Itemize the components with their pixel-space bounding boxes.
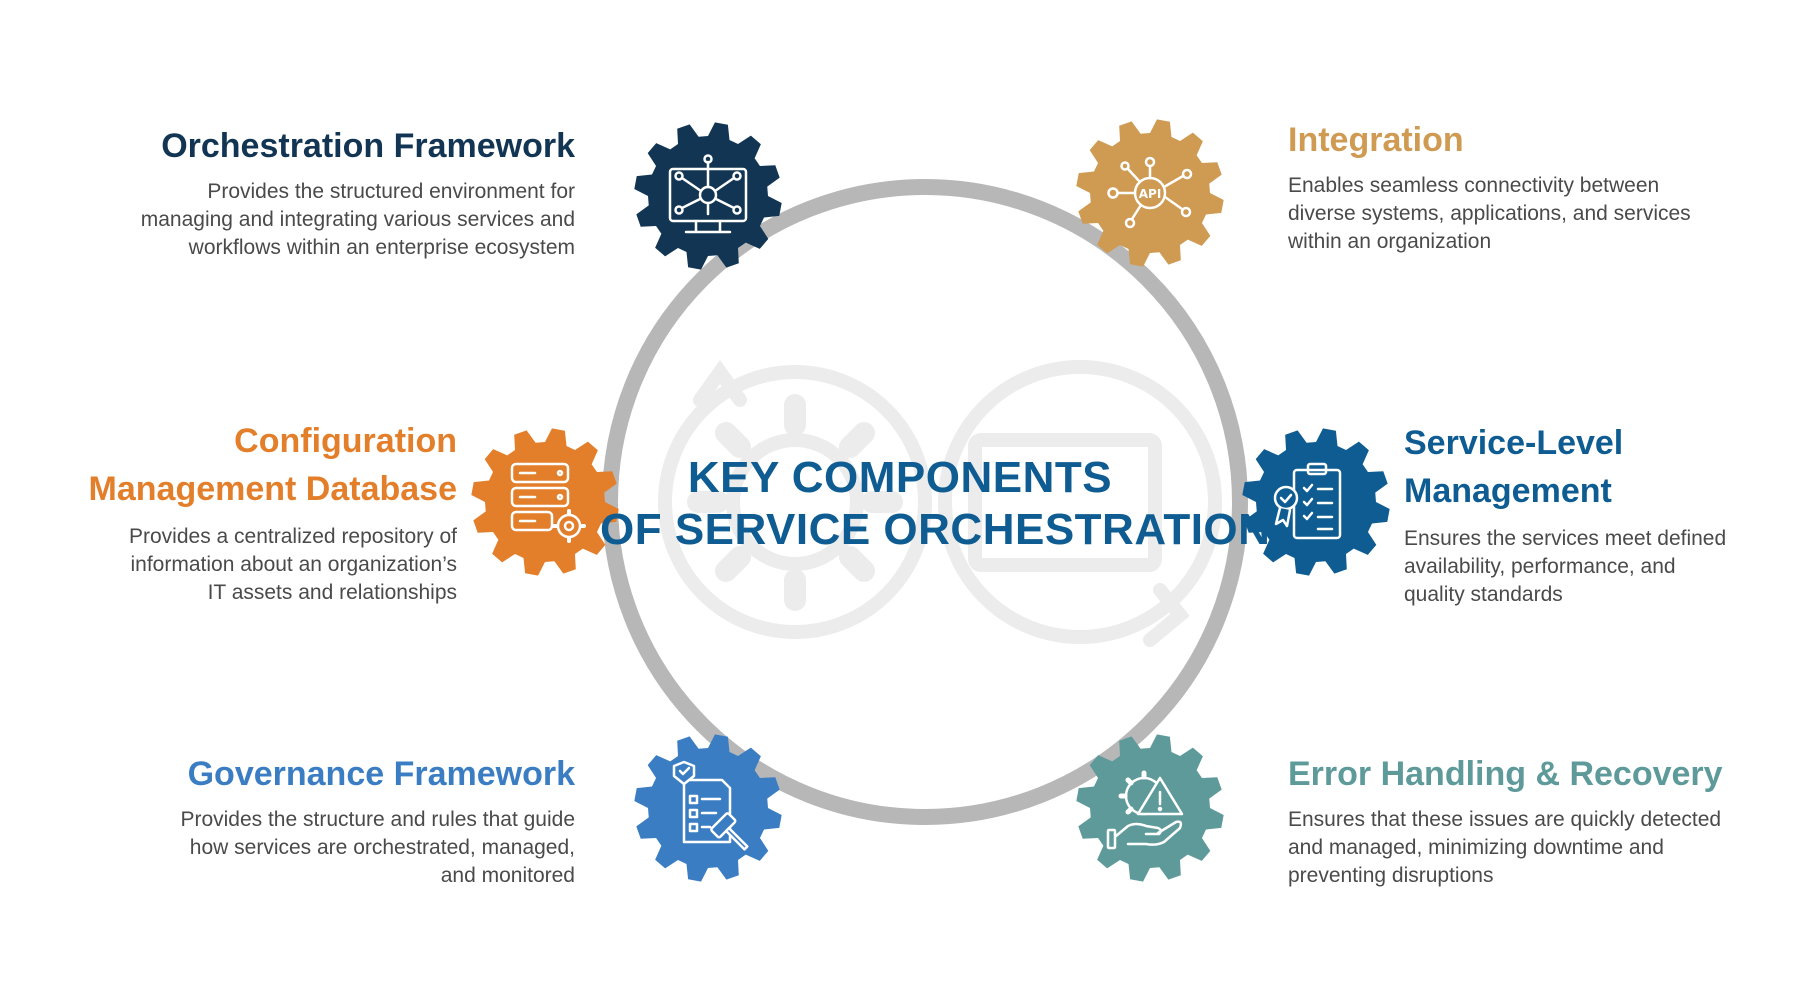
gear-error-handling <box>1076 734 1224 882</box>
service-level-management-description: Ensures the services meet defined availa… <box>1404 527 1727 607</box>
gear-governance-framework <box>634 734 782 882</box>
gear-cmdb <box>471 428 619 576</box>
orchestration-framework-title: Orchestration Framework <box>161 127 575 165</box>
checklist-award-icon <box>1273 462 1342 540</box>
gear-integration: API <box>1076 119 1224 267</box>
governance-framework-block: Governance Framework Provides the struct… <box>55 752 575 890</box>
policy-gavel-icon <box>672 760 749 851</box>
governance-framework-title: Governance Framework <box>187 755 575 793</box>
gear-service-level-management <box>1242 428 1390 576</box>
error-handling-description: Ensures that these issues are quickly de… <box>1288 808 1722 888</box>
gear-orchestration-framework <box>634 122 782 270</box>
network-monitor-icon <box>668 154 748 234</box>
service-level-management-title: Service-Level Management <box>1404 424 1624 510</box>
integration-block: Integration Enables seamless connectivit… <box>1288 118 1758 256</box>
warning-gear-hand-icon <box>1106 770 1184 850</box>
orchestration-framework-description: Provides the structured environment for … <box>140 180 575 260</box>
error-handling-title: Error Handling & Recovery <box>1288 755 1723 793</box>
center-title-line1: KEY COMPONENTS <box>687 453 1113 502</box>
connecting-ring <box>602 179 1248 825</box>
background-watermark <box>658 359 1222 647</box>
service-level-management-block: Service-Level Management Ensures the ser… <box>1404 420 1784 609</box>
center-title-line2: OF SERVICE ORCHESTRATION <box>600 504 1271 554</box>
cmdb-title: Configuration Management Database <box>88 422 457 508</box>
cmdb-description: Provides a centralized repository of inf… <box>129 525 457 605</box>
api-hub-icon: API <box>1107 156 1193 229</box>
governance-framework-description: Provides the structure and rules that gu… <box>180 808 575 888</box>
center-title: KEY COMPONENTS OF SERVICE ORCHESTRATION <box>600 452 1271 556</box>
integration-description: Enables seamless connectivity between di… <box>1288 174 1691 254</box>
svg-text:API: API <box>1139 187 1162 201</box>
integration-title: Integration <box>1288 121 1464 159</box>
cmdb-block: Configuration Management Database Provid… <box>17 418 457 607</box>
error-handling-block: Error Handling & Recovery Ensures that t… <box>1288 752 1788 890</box>
database-gear-icon <box>510 462 586 543</box>
orchestration-framework-block: Orchestration Framework Provides the str… <box>55 124 575 262</box>
